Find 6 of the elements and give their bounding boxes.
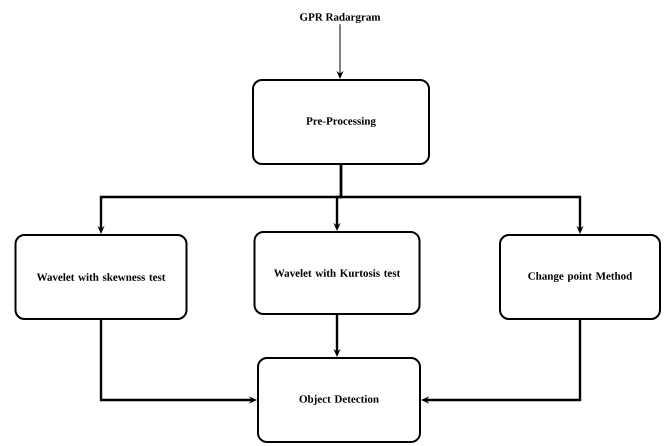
input-label: GPR Radargram [300,12,380,24]
process-box: Change point Method [499,234,661,320]
process-box: Object Detection [257,357,421,443]
process-box: Pre-Processing [252,79,430,165]
process-box: Wavelet with skewness test [14,234,188,320]
process-box: Wavelet with Kurtosis test [254,231,420,315]
